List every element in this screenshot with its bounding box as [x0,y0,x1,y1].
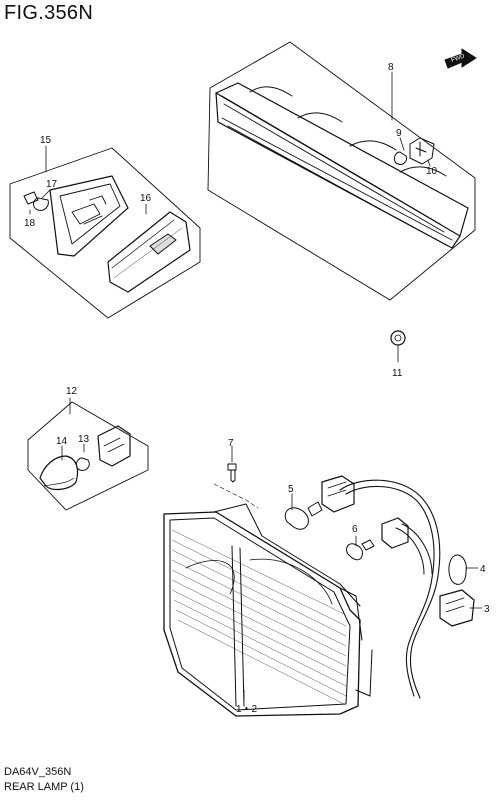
callout-1-2: 1・2 [236,704,258,715]
callout-17: 17 [46,179,58,190]
callout-3: 3 [484,604,490,615]
license-lamp-group [27,397,149,511]
fwd-arrow-icon: FWD [444,48,477,69]
figure-title: FIG.356N [4,2,94,24]
callout-9: 9 [396,128,402,139]
high-mount-lamp-group [207,41,476,301]
callout-16: 16 [140,193,152,204]
callout-8: 8 [388,62,394,73]
callout-4: 4 [480,564,486,575]
fwd-label: FWD [451,53,467,64]
side-lamp-group [9,145,201,319]
callout-6: 6 [352,524,358,535]
callout-15: 15 [40,135,52,146]
callout-13: 13 [78,434,90,445]
grommet-11 [390,330,406,363]
callout-10: 10 [426,166,438,177]
callout-labels: 1・2 3 4 5 6 7 8 9 10 11 12 13 14 15 16 1… [24,62,490,715]
figure-code: DA64V_356N [4,766,72,778]
callout-5: 5 [288,484,294,495]
callout-12: 12 [66,386,78,397]
wire-harness [284,475,483,699]
rear-combination-lamp [163,503,373,717]
screw-7 [213,445,259,509]
callout-11: 11 [392,368,403,379]
callout-7: 7 [228,438,234,449]
callout-18: 18 [24,218,36,229]
figure-name: REAR LAMP (1) [4,781,84,793]
callout-14: 14 [56,436,68,447]
